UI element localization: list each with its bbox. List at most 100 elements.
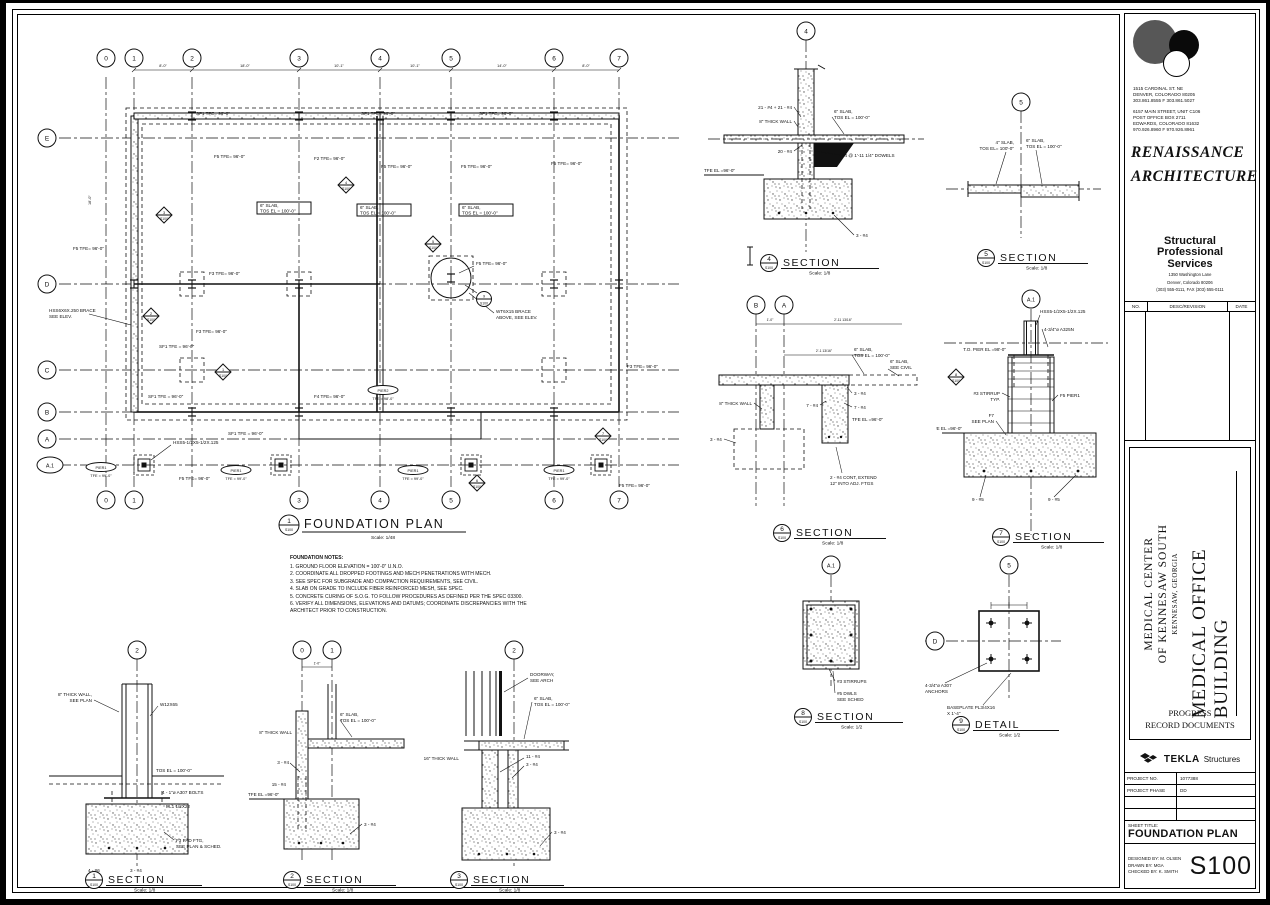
svg-text:S100: S100 <box>288 883 296 887</box>
empty-row <box>1125 797 1255 809</box>
firm-name-line: ARCHITECTURE <box>1131 167 1258 185</box>
section-labels: 21 - #4 + 21 - #4 8" THICK WALL 6" SLAB,… <box>704 105 895 238</box>
grid-bubbles-top: 0 1 2 3 4 5 6 7 <box>96 48 629 68</box>
project-name: MEDICAL CENTER OF KENNESAW SOUTH KENNESA… <box>1143 524 1179 663</box>
tekla-suffix: Structures <box>1203 754 1241 764</box>
svg-text:2'-11 13/16": 2'-11 13/16" <box>834 318 853 322</box>
svg-text:F5 TFE= 96'-0": F5 TFE= 96'-0" <box>461 164 492 169</box>
svg-text:SF1 TFE= 96'-0": SF1 TFE= 96'-0" <box>196 111 230 116</box>
svg-text:SECTION: SECTION <box>473 874 530 886</box>
status-line: PROGRESS <box>1168 708 1212 719</box>
svg-text:F5 TFE= 96'-0": F5 TFE= 96'-0" <box>551 161 582 166</box>
svg-text:Scale: 1/2: Scale: 1/2 <box>999 733 1021 739</box>
svg-text:4" SLAB,: 4" SLAB, <box>996 140 1015 145</box>
svg-text:T.O. PIER EL =98'-0": T.O. PIER EL =98'-0" <box>963 347 1006 352</box>
svg-text:TOS EL = 100'-0": TOS EL = 100'-0" <box>854 353 890 358</box>
svg-text:SECTION: SECTION <box>1000 252 1057 264</box>
svg-text:Scale: 1/2: Scale: 1/2 <box>841 725 863 731</box>
designed-by-value: M. OLSEN <box>1160 856 1182 862</box>
svg-text:S100: S100 <box>982 261 990 265</box>
notes-title: FOUNDATION NOTES: <box>290 555 344 561</box>
svg-text:1: 1 <box>132 56 136 63</box>
revision-desc-header: DESC/REVISION <box>1148 301 1228 311</box>
svg-text:7: 7 <box>602 432 604 436</box>
svg-text:F4 TFE= 96'-0": F4 TFE= 96'-0" <box>314 394 345 399</box>
svg-text:HSS6X6X.250 BRACE: HSS6X6X.250 BRACE <box>49 308 96 313</box>
firm-addresses: 1515 CARDINAL ST. NE DENVER, COLORADO 80… <box>1125 84 1255 133</box>
svg-text:SEE PLAN: SEE PLAN <box>972 419 994 424</box>
consultant-name-line: Structural <box>1164 234 1216 247</box>
svg-text:S100: S100 <box>957 728 965 732</box>
svg-text:S100: S100 <box>90 883 98 887</box>
note-item: 3. SEE SPEC FOR SUBGRADE AND COMPACTION … <box>290 578 479 585</box>
svg-text:3 - #4: 3 - #4 <box>526 762 538 767</box>
svg-text:SEE CIVIL: SEE CIVIL <box>890 365 912 370</box>
svg-text:C: C <box>45 368 50 375</box>
svg-text:#5 DWLS: #5 DWLS <box>837 691 857 696</box>
svg-text:B: B <box>45 410 49 417</box>
svg-text:6: 6 <box>476 479 478 483</box>
svg-text:1: 1 <box>132 498 136 505</box>
svg-text:TYP.: TYP. <box>990 397 1000 402</box>
svg-text:SF1 TFE= 96'-0": SF1 TFE= 96'-0" <box>479 111 513 116</box>
firm-logo <box>1125 14 1255 84</box>
tekla-logo-icon <box>1139 753 1157 763</box>
svg-text:HSS5-1/2X5-1/2X.125: HSS5-1/2X5-1/2X.125 <box>1040 309 1086 314</box>
svg-text:TOS EL = 100'-0": TOS EL = 100'-0" <box>260 209 296 214</box>
svg-text:3 - #4: 3 - #4 <box>710 437 722 442</box>
svg-text:X 1'-4": X 1'-4" <box>947 711 961 716</box>
svg-text:16" THICK WALL: 16" THICK WALL <box>424 756 460 761</box>
project-phase-label: PROJECT PHASE <box>1125 785 1177 796</box>
firm-address-line: EDWARDS, COLORADO 81632 <box>1133 120 1200 126</box>
svg-text:PIER1: PIER1 <box>231 469 242 473</box>
plan-pads-and-columns <box>129 111 624 476</box>
section-title: 4 S100 SECTION Scale: 1/8 <box>747 246 879 275</box>
svg-text:ABOVE, SEE ELEV.: ABOVE, SEE ELEV. <box>496 315 538 320</box>
designed-by-label: DESIGNED BY: <box>1128 856 1159 862</box>
svg-text:4: 4 <box>378 56 382 63</box>
svg-text:F3 TFE= 96'-0": F3 TFE= 96'-0" <box>627 364 658 369</box>
svg-text:S100: S100 <box>219 374 227 378</box>
drawn-by-value: MGA <box>1153 862 1164 868</box>
section-title: 9 S100 DETAIL Scale: 1/2 <box>952 716 1059 739</box>
svg-text:0: 0 <box>300 648 304 655</box>
firm-name-line: RENAISSANCE <box>1131 144 1245 162</box>
svg-text:TOS EL= 100'-0": TOS EL= 100'-0" <box>980 146 1015 151</box>
section-title: 1 S100 SECTION Scale: 1/8 <box>85 871 202 893</box>
svg-text:D: D <box>933 639 938 646</box>
svg-text:SF1 TFE= 96'-0": SF1 TFE= 96'-0" <box>361 111 395 116</box>
svg-text:21 - #4 + 21 - #4: 21 - #4 + 21 - #4 <box>758 105 792 110</box>
plan-grid-lines <box>59 77 679 487</box>
svg-text:7: 7 <box>617 498 621 505</box>
svg-text:S100: S100 <box>778 536 786 540</box>
revision-desc-column <box>1146 311 1230 440</box>
slab-wall-footing-geometry <box>718 354 918 474</box>
svg-text:F3 TFE= 96'-0": F3 TFE= 96'-0" <box>196 329 227 334</box>
plan-building-outline <box>125 107 628 465</box>
svg-text:6" SLAB,: 6" SLAB, <box>854 347 873 352</box>
svg-text:F5 TFE= 96'-0": F5 TFE= 96'-0" <box>179 476 210 481</box>
building-name: MEDICAL OFFICE BUILDING <box>1189 468 1237 719</box>
svg-text:11 - #4: 11 - #4 <box>526 754 540 759</box>
svg-text:8'-0": 8'-0" <box>159 64 167 68</box>
svg-text:F5 PIER1: F5 PIER1 <box>1060 393 1080 398</box>
title-block: 1515 CARDINAL ST. NE DENVER, COLORADO 80… <box>1124 13 1258 889</box>
svg-text:18'-0": 18'-0" <box>88 195 92 205</box>
svg-text:SEE PLAN: SEE PLAN <box>70 698 92 703</box>
revision-no-column <box>1125 311 1146 440</box>
revision-table-body <box>1125 311 1255 440</box>
section-8-drawing: A.1 #3 STIRRUPS #5 DWLS SEE SCHED 8 S100… <box>794 555 903 731</box>
revision-date-header: DATE <box>1235 303 1248 309</box>
project-location: KENNESAW, GEORGIA <box>1171 552 1179 635</box>
svg-text:14'-0": 14'-0" <box>497 64 507 68</box>
svg-text:7 - #4: 7 - #4 <box>806 403 818 408</box>
checked-by-label: CHECKED BY: <box>1128 869 1158 875</box>
slab-elevation-box: 6" SLAB, TOS EL = 100'-0" <box>256 201 312 215</box>
sheet-title: FOUNDATION PLAN <box>1128 828 1239 840</box>
svg-text:8" THICK WALL: 8" THICK WALL <box>759 119 792 124</box>
svg-text:S100: S100 <box>997 540 1005 544</box>
svg-text:9 - #5: 9 - #5 <box>972 497 984 502</box>
checked-by-value: K. SMITH <box>1158 869 1178 875</box>
firm-address-line: 6157 MAIN STREET, UNIT C106 <box>1133 108 1201 114</box>
svg-text:F7: F7 <box>989 413 995 418</box>
